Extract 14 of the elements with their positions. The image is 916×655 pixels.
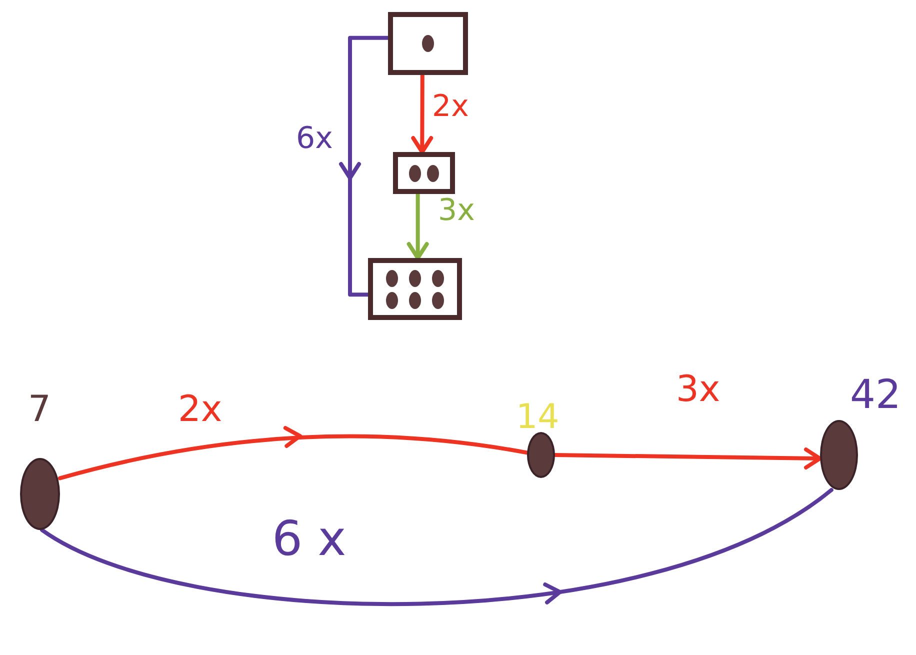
node-number: 42: [850, 375, 901, 415]
arrow: [553, 448, 822, 470]
dot: [527, 432, 555, 478]
dot: [820, 420, 858, 490]
arrow: [411, 73, 434, 154]
arrow: [406, 192, 429, 260]
edge-label: 3x: [438, 196, 475, 226]
node-number: 14: [516, 400, 560, 434]
edge-label: 6 x: [272, 515, 346, 563]
edge-label: 2x: [432, 92, 469, 122]
edge-label: 2x: [178, 392, 222, 428]
edge-label: 6x: [296, 124, 333, 154]
edge-label: 3x: [676, 372, 720, 408]
node-number: 7: [28, 392, 51, 428]
